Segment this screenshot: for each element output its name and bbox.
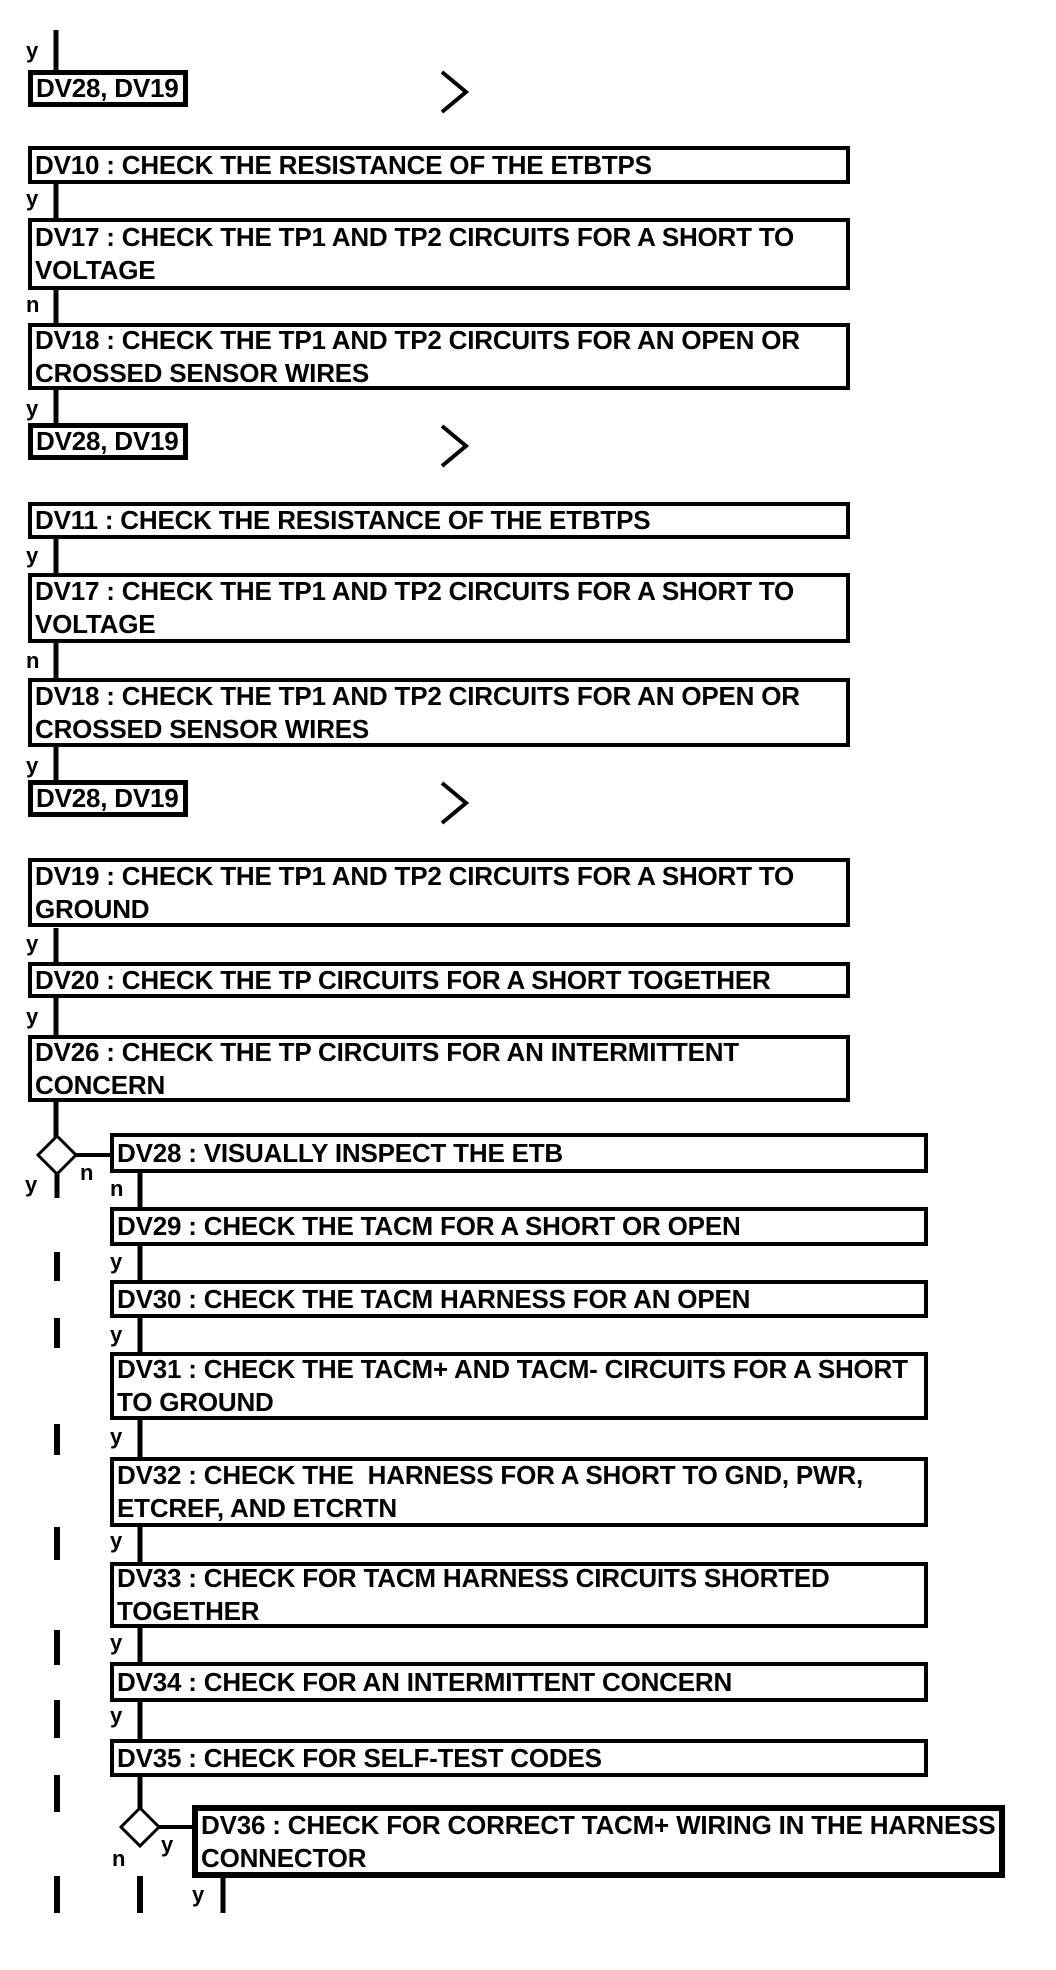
- branch-label-yes: y: [26, 1004, 39, 1029]
- branch-label-yes: y: [161, 1832, 174, 1857]
- branch-label-yes: y: [110, 1249, 123, 1274]
- branch-label-no: n: [26, 292, 40, 317]
- branch-label-yes: y: [110, 1322, 123, 1347]
- step-box-dv11: DV11 : CHECK THE RESISTANCE OF THE ETBTP…: [28, 502, 850, 539]
- branch-label-yes: y: [26, 543, 39, 568]
- step-box-dv34: DV34 : CHECK FOR AN INTERMITTENT CONCERN: [110, 1662, 928, 1702]
- step-box-dv10: DV10 : CHECK THE RESISTANCE OF THE ETBTP…: [28, 146, 850, 184]
- branch-label-yes: y: [25, 1172, 38, 1197]
- step-box-dv26: DV26 : CHECK THE TP CIRCUITS FOR AN INTE…: [28, 1035, 850, 1102]
- continue-chevron-icon: [440, 781, 470, 825]
- decision-diamond: [35, 1133, 79, 1177]
- jump-ref-box: DV28, DV19: [28, 70, 188, 107]
- branch-label-yes: y: [192, 1882, 205, 1907]
- step-box-dv17: DV17 : CHECK THE TP1 AND TP2 CIRCUITS FO…: [28, 218, 850, 290]
- jump-ref-box: DV28, DV19: [28, 423, 188, 460]
- step-box-dv18: DV18 : CHECK THE TP1 AND TP2 CIRCUITS FO…: [28, 678, 850, 747]
- branch-label-no: n: [112, 1846, 126, 1871]
- branch-label-yes: y: [26, 38, 39, 63]
- branch-label-yes: y: [26, 186, 39, 211]
- step-box-dv17: DV17 : CHECK THE TP1 AND TP2 CIRCUITS FO…: [28, 573, 850, 643]
- branch-label-no: n: [80, 1160, 94, 1185]
- step-box-dv18: DV18 : CHECK THE TP1 AND TP2 CIRCUITS FO…: [28, 323, 850, 390]
- step-box-dv36: DV36 : CHECK FOR CORRECT TACM+ WIRING IN…: [192, 1805, 1005, 1878]
- branch-label-yes: y: [26, 753, 39, 778]
- continue-chevron-icon: [440, 70, 470, 114]
- step-box-dv31: DV31 : CHECK THE TACM+ AND TACM- CIRCUIT…: [110, 1352, 928, 1420]
- branch-label-yes: y: [110, 1703, 123, 1728]
- step-box-dv19: DV19 : CHECK THE TP1 AND TP2 CIRCUITS FO…: [28, 858, 850, 927]
- branch-label-yes: y: [26, 396, 39, 421]
- branch-label-no: n: [26, 648, 40, 673]
- branch-label-yes: y: [110, 1528, 123, 1553]
- branch-label-yes: y: [26, 931, 39, 956]
- branch-label-yes: y: [110, 1424, 123, 1449]
- jump-ref-box: DV28, DV19: [28, 780, 188, 817]
- step-box-dv30: DV30 : CHECK THE TACM HARNESS FOR AN OPE…: [110, 1280, 928, 1318]
- step-box-dv20: DV20 : CHECK THE TP CIRCUITS FOR A SHORT…: [28, 962, 850, 998]
- step-box-dv32: DV32 : CHECK THE HARNESS FOR A SHORT TO …: [110, 1457, 928, 1527]
- step-box-dv33: DV33 : CHECK FOR TACM HARNESS CIRCUITS S…: [110, 1562, 928, 1628]
- step-box-dv35: DV35 : CHECK FOR SELF-TEST CODES: [110, 1739, 928, 1777]
- branch-label-yes: y: [110, 1630, 123, 1655]
- continue-chevron-icon: [440, 424, 470, 468]
- step-box-dv28: DV28 : VISUALLY INSPECT THE ETB: [110, 1133, 928, 1173]
- branch-label-no: n: [110, 1176, 124, 1201]
- step-box-dv29: DV29 : CHECK THE TACM FOR A SHORT OR OPE…: [110, 1207, 928, 1246]
- decision-diamond: [118, 1805, 162, 1849]
